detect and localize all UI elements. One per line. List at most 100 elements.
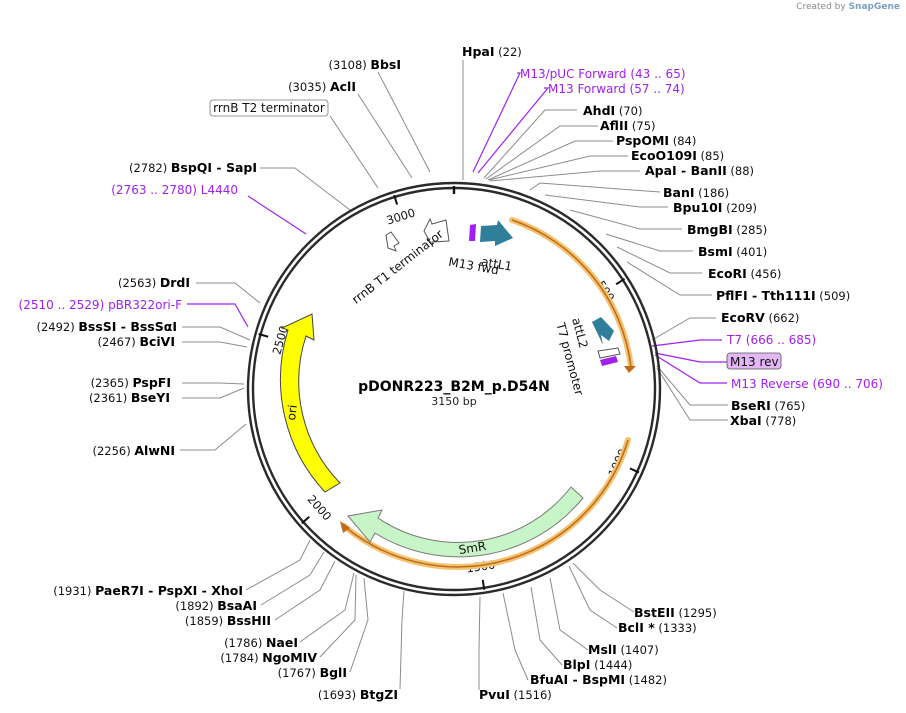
tick-label-2000: 2000 [304,492,334,523]
enzyme-right-7-part-1: Bpu10I [673,200,722,215]
enzyme-right-12: EcoRV (662) [721,310,799,325]
enzyme-bottom-right-4-part-1: BfuAI - BspMI [530,672,625,687]
enzyme-right-5-part-1: ApaI - BanII [645,163,727,178]
enzyme-bottom-right-5: PvuI (1516) [479,687,552,702]
watermark-prefix: Created by [796,2,846,12]
enzyme-left-15-part-1: (1693) [318,688,360,702]
enzyme-left-9: (1931) PaeR7I - PspXI - XhoI [53,583,243,598]
enzyme-left-15: (1693) BtgZI [318,687,398,702]
enzyme-right-1-part-1: AhdI [583,103,615,118]
tick-mark-3000 [393,194,399,205]
orf-arrowhead-1 [624,366,636,373]
enzyme-left-10: (1892) BsaAI [175,598,257,613]
enzyme-left-15-part-2: BtgZI [360,687,398,702]
enzyme-right-4-part-2: (85) [697,149,724,163]
tick-mark-1000 [629,467,640,474]
enzyme-left-8-part-2: AlwNI [134,443,175,458]
enzyme-left-12-part-2: NaeI [266,635,298,650]
enzyme-left-6-part-1: (2365) [91,376,133,390]
enzyme-bottom-right-3: BlpI (1444) [563,657,632,672]
enzyme-left-1-part-2: AclI [330,79,356,94]
enzyme-left-14-part-1: (1767) [278,666,320,680]
t7-promoter-feature [597,347,621,359]
smr-label: SmR [458,539,488,557]
enzyme-bottom-right-2-part-2: (1407) [617,643,659,657]
primer-right-2: T7 (666 .. 685) [726,333,816,347]
primer-leader-lines [187,72,727,384]
enzyme-right-14: XbaI (778) [730,413,796,428]
enzyme-right-8-part-2: (285) [733,223,768,237]
primer-right-1-part-2: (57 .. 74) [626,82,685,96]
m13-rev-box [726,352,782,370]
primer-right-2-part-1: T7 [726,333,742,347]
rrnb-t1-label: rrnB T1 terminator [349,227,446,307]
enzyme-left-4-part-2: BssSI - BssSαI [78,319,177,334]
enzyme-right-11-part-1: PflFI - Tth111I [716,288,816,303]
enzyme-left-5-part-1: (2467) [98,335,140,349]
enzyme-left-10-part-1: (1892) [175,599,217,613]
enzyme-bottom-right-1-part-2: (1333) [655,621,697,635]
primer-left-0: (2763 .. 2780) L4440 [111,183,238,197]
enzyme-right-10-part-1: EcoRI [708,266,747,281]
snapgene-brand: SnapGene [848,2,900,12]
enzyme-right-11-part-2: (509) [816,289,851,303]
primer-right-2-part-2: (666 .. 685) [742,333,816,347]
tick-label-3000: 3000 [385,206,417,228]
enzyme-right-14-part-2: (778) [762,414,797,428]
enzyme-left-12: (1786) NaeI [224,635,298,650]
enzyme-bottom-right-3-part-1: BlpI [563,657,590,672]
enzyme-right-7-part-2: (209) [722,201,757,215]
enzyme-left-12-part-1: (1786) [224,636,266,650]
attL2-feature [592,317,614,345]
backbone-outer [246,181,662,597]
enzyme-left-13-part-2: NgoMIV [262,650,317,665]
enzyme-left-13-part-1: (1784) [220,651,262,665]
enzyme-right-1: AhdI (70) [583,103,642,118]
snapgene-watermark: Created by SnapGene [796,2,900,12]
m13-fwd-marker [469,224,476,241]
primer-left-1-part-1: (2510 .. 2529) [19,298,109,312]
orf-arrowhead-2 [340,521,350,533]
enzyme-right-3: PspOMI (84) [616,133,696,148]
enzyme-left-3-part-1: (2563) [118,276,160,290]
enzyme-right-6: BanI (186) [663,185,729,200]
enzyme-left-5-part-2: BciVI [139,334,175,349]
enzyme-right-6-part-2: (186) [695,186,730,200]
attL1-feature [480,220,513,246]
enzyme-left-0: (3108) BbsI [329,57,401,72]
enzyme-right-8: BmgBI (285) [687,222,767,237]
enzyme-bottom-right-2-part-1: MslI [588,642,617,657]
primer-right-0: M13/pUC Forward (43 .. 65) [520,67,686,81]
primer-right-3-part-1: M13 rev [730,355,779,369]
enzyme-bottom-right-5-part-1: PvuI [479,687,510,702]
rrnb-t2-feature [385,231,400,252]
orf-line-2 [343,439,629,568]
enzyme-left-3-part-2: DrdI [160,275,190,290]
orf-line-1 [511,219,632,368]
plasmid-length: 3150 bp [431,395,476,408]
enzyme-left-11-part-2: BssHII [227,613,271,628]
enzyme-bottom-right-1-part-1: BclI * [618,620,655,635]
enzyme-right-13-part-2: (765) [771,399,806,413]
enzyme-bottom-right-0-part-1: BstEII [634,605,675,620]
enzyme-right-12-part-1: EcoRV [721,310,765,325]
enzyme-left-11-part-1: (1859) [185,614,227,628]
enzyme-right-7: Bpu10I (209) [673,200,757,215]
primer-right-4-part-2: (690 .. 706) [809,377,883,391]
enzyme-left-8-part-1: (2256) [92,444,134,458]
enzyme-right-0-part-2: (22) [495,45,522,59]
primer-right-3: M13 rev [730,355,779,369]
enzyme-left-7-part-1: (2361) [89,391,131,405]
enzyme-right-10-part-2: (456) [747,267,782,281]
enzyme-right-6-part-1: BanI [663,185,695,200]
primer-right-0-part-1: M13/pUC Forward [520,67,627,81]
enzyme-left-7-part-2: BseYI [131,390,170,405]
enzyme-bottom-right-1: BclI * (1333) [618,620,697,635]
enzyme-right-9-part-2: (401) [733,245,768,259]
enzyme-left-5: (2467) BciVI [98,334,175,349]
enzyme-bottom-right-4: BfuAI - BspMI (1482) [530,672,667,687]
enzyme-right-0-part-1: HpaI [462,44,495,59]
enzyme-bottom-right-0: BstEII (1295) [634,605,717,620]
rrnb-t2-box [209,99,329,117]
rrnb-t1-feature [423,217,450,248]
